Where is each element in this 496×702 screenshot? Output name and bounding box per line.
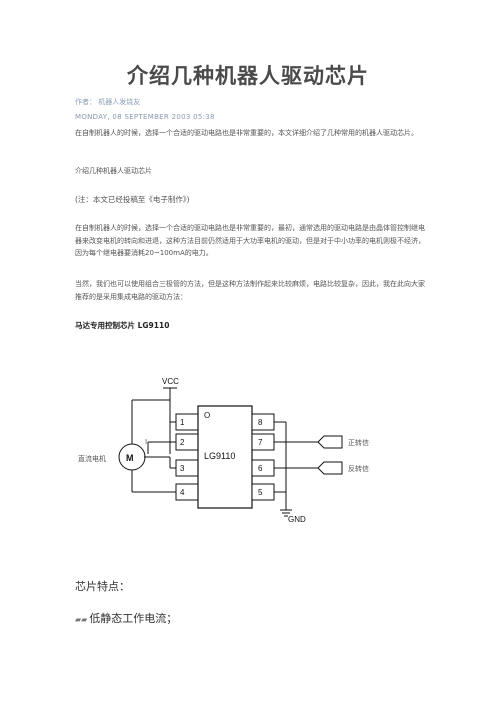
motor-caption: 直流电机	[78, 454, 106, 463]
vcc-label: VCC	[162, 377, 179, 386]
pin-6-label: 6	[258, 464, 263, 473]
lg9110-circuit-diagram: VCC M I 直流电机 1 2 3 4 O LG9110	[78, 377, 370, 524]
intro-paragraph: 在自制机器人的时候，选择一个合适的驱动电路也是非常重要的，本文详细介绍了几种常用…	[75, 129, 418, 137]
body-paragraph-1: 在自制机器人的时候，选择一个合适的驱动电路也是非常重要的，最初，通常选用的驱动电…	[75, 224, 425, 257]
pin-4-label: 4	[180, 488, 185, 497]
lg9110-chip-body	[197, 405, 253, 509]
section-heading-lg9110: 马达专用控制芯片 LG9110	[75, 321, 170, 330]
chip-name-label: LG9110	[204, 451, 235, 461]
bullet-marks-icon: ▰▰	[75, 615, 88, 624]
forward-signal-connector	[317, 435, 343, 449]
feature-text: 低静态工作电流；	[89, 612, 178, 625]
subtitle-text: 介绍几种机器人驱动芯片	[75, 167, 152, 175]
pin-8-label: 8	[258, 418, 263, 427]
gnd-label: GND	[288, 515, 306, 524]
pin-3-label: 3	[180, 464, 185, 473]
feature-item: ▰▰低静态工作电流；	[75, 610, 177, 626]
pin-2-label: 2	[180, 438, 185, 447]
pin-7-label: 7	[258, 438, 263, 447]
pin-1-label: 1	[180, 418, 185, 427]
motor-current-label: I	[145, 438, 147, 446]
motor-m-label: M	[126, 453, 134, 463]
pin-5-label: 5	[258, 488, 263, 497]
note-text: (注：本文已经投稿至《电子制作》)	[75, 195, 190, 204]
forward-signal-label: 正转信号	[348, 438, 370, 447]
author-line: 作者： 机器人发烧友	[75, 98, 141, 106]
reverse-signal-connector	[317, 461, 343, 475]
features-heading: 芯片特点：	[75, 580, 130, 593]
body-paragraph-2: 当然，我们也可以使用组合三极管的方法，但是这种方法制作起来比较麻烦，电路比较复杂…	[75, 280, 425, 301]
date-line: MONDAY, 08 SEPTEMBER 2003 05:38	[75, 113, 215, 121]
article-title: 介绍几种机器人驱动芯片	[127, 64, 369, 88]
chip-notch-label: O	[204, 411, 210, 420]
reverse-signal-label: 反转信号	[348, 464, 370, 473]
